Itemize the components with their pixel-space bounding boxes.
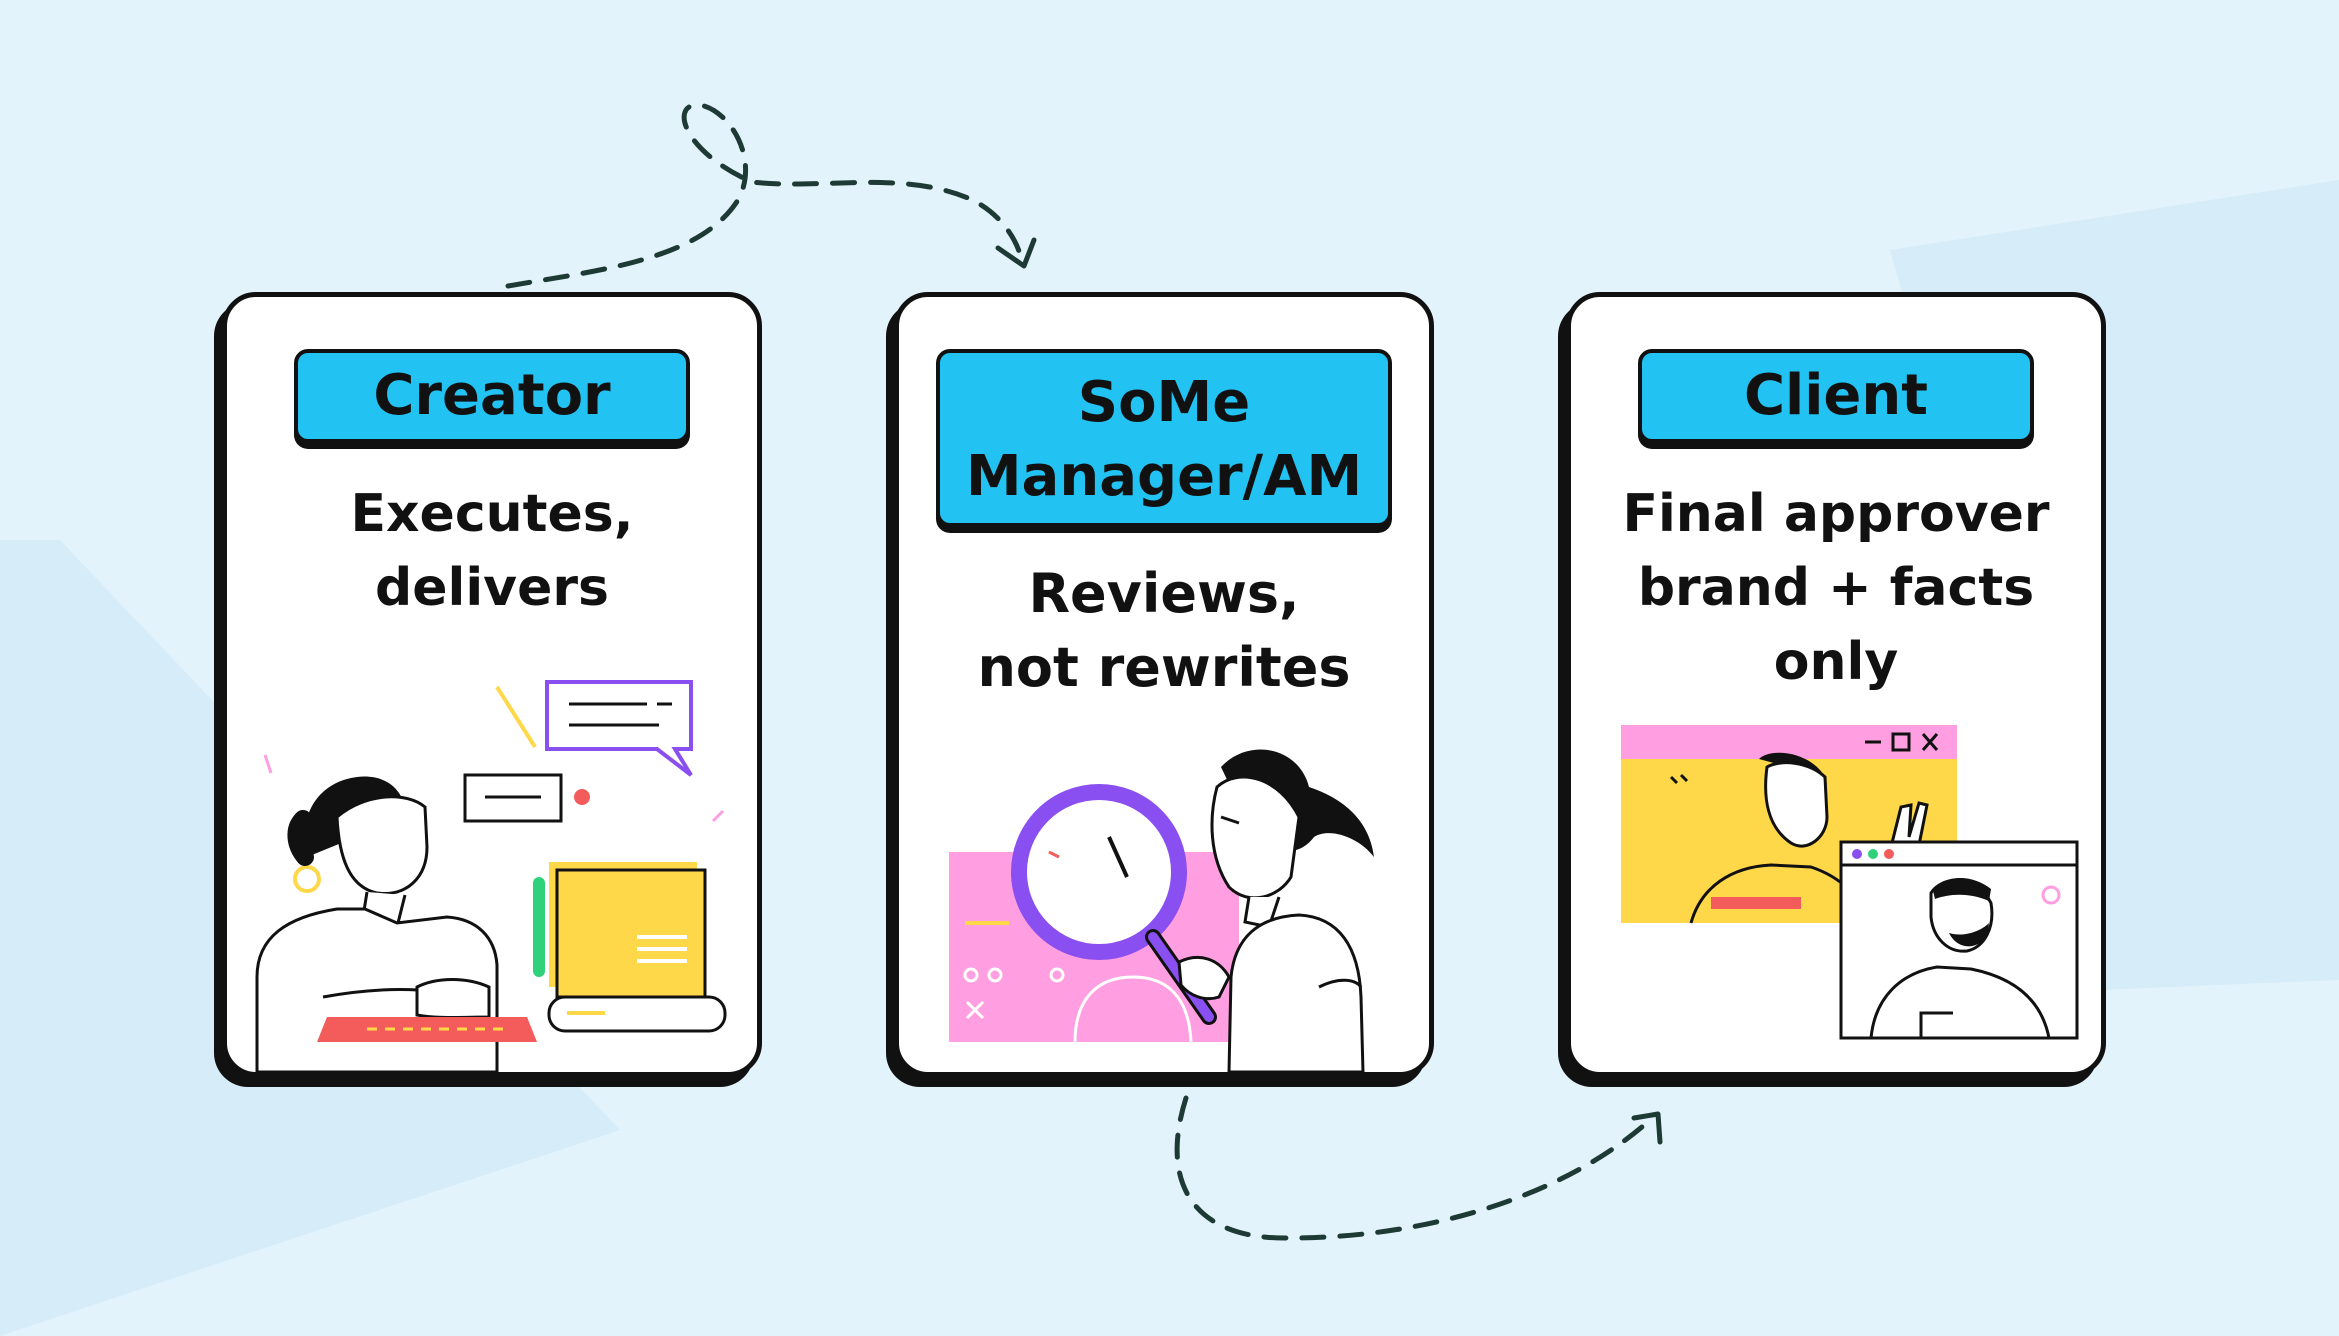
arrow-manager-to-client [1174, 1095, 1653, 1241]
card-creator: Creator Executes, delivers [222, 292, 762, 1077]
role-tag-creator: Creator [294, 349, 690, 443]
arrow-head-1 [995, 237, 1037, 269]
card-manager: SoMe Manager/AM Reviews, not rewrites [894, 292, 1434, 1077]
role-description-creator: Executes, delivers [350, 484, 634, 618]
role-tag-client: Client [1638, 349, 2034, 443]
role-description-client: Final approver brand + facts only [1622, 484, 2050, 692]
video-call-icon [1621, 725, 2079, 1040]
arrow-head-2 [1631, 1111, 1663, 1145]
card-client: Client Final approver brand + facts only [1566, 292, 2106, 1077]
person-with-magnifier-icon [949, 749, 1374, 1072]
arrow-creator-to-manager [505, 102, 1025, 289]
role-description-manager: Reviews, not rewrites [977, 562, 1351, 699]
person-at-keyboard-icon [255, 680, 727, 1072]
role-tag-manager: SoMe Manager/AM [936, 349, 1392, 527]
